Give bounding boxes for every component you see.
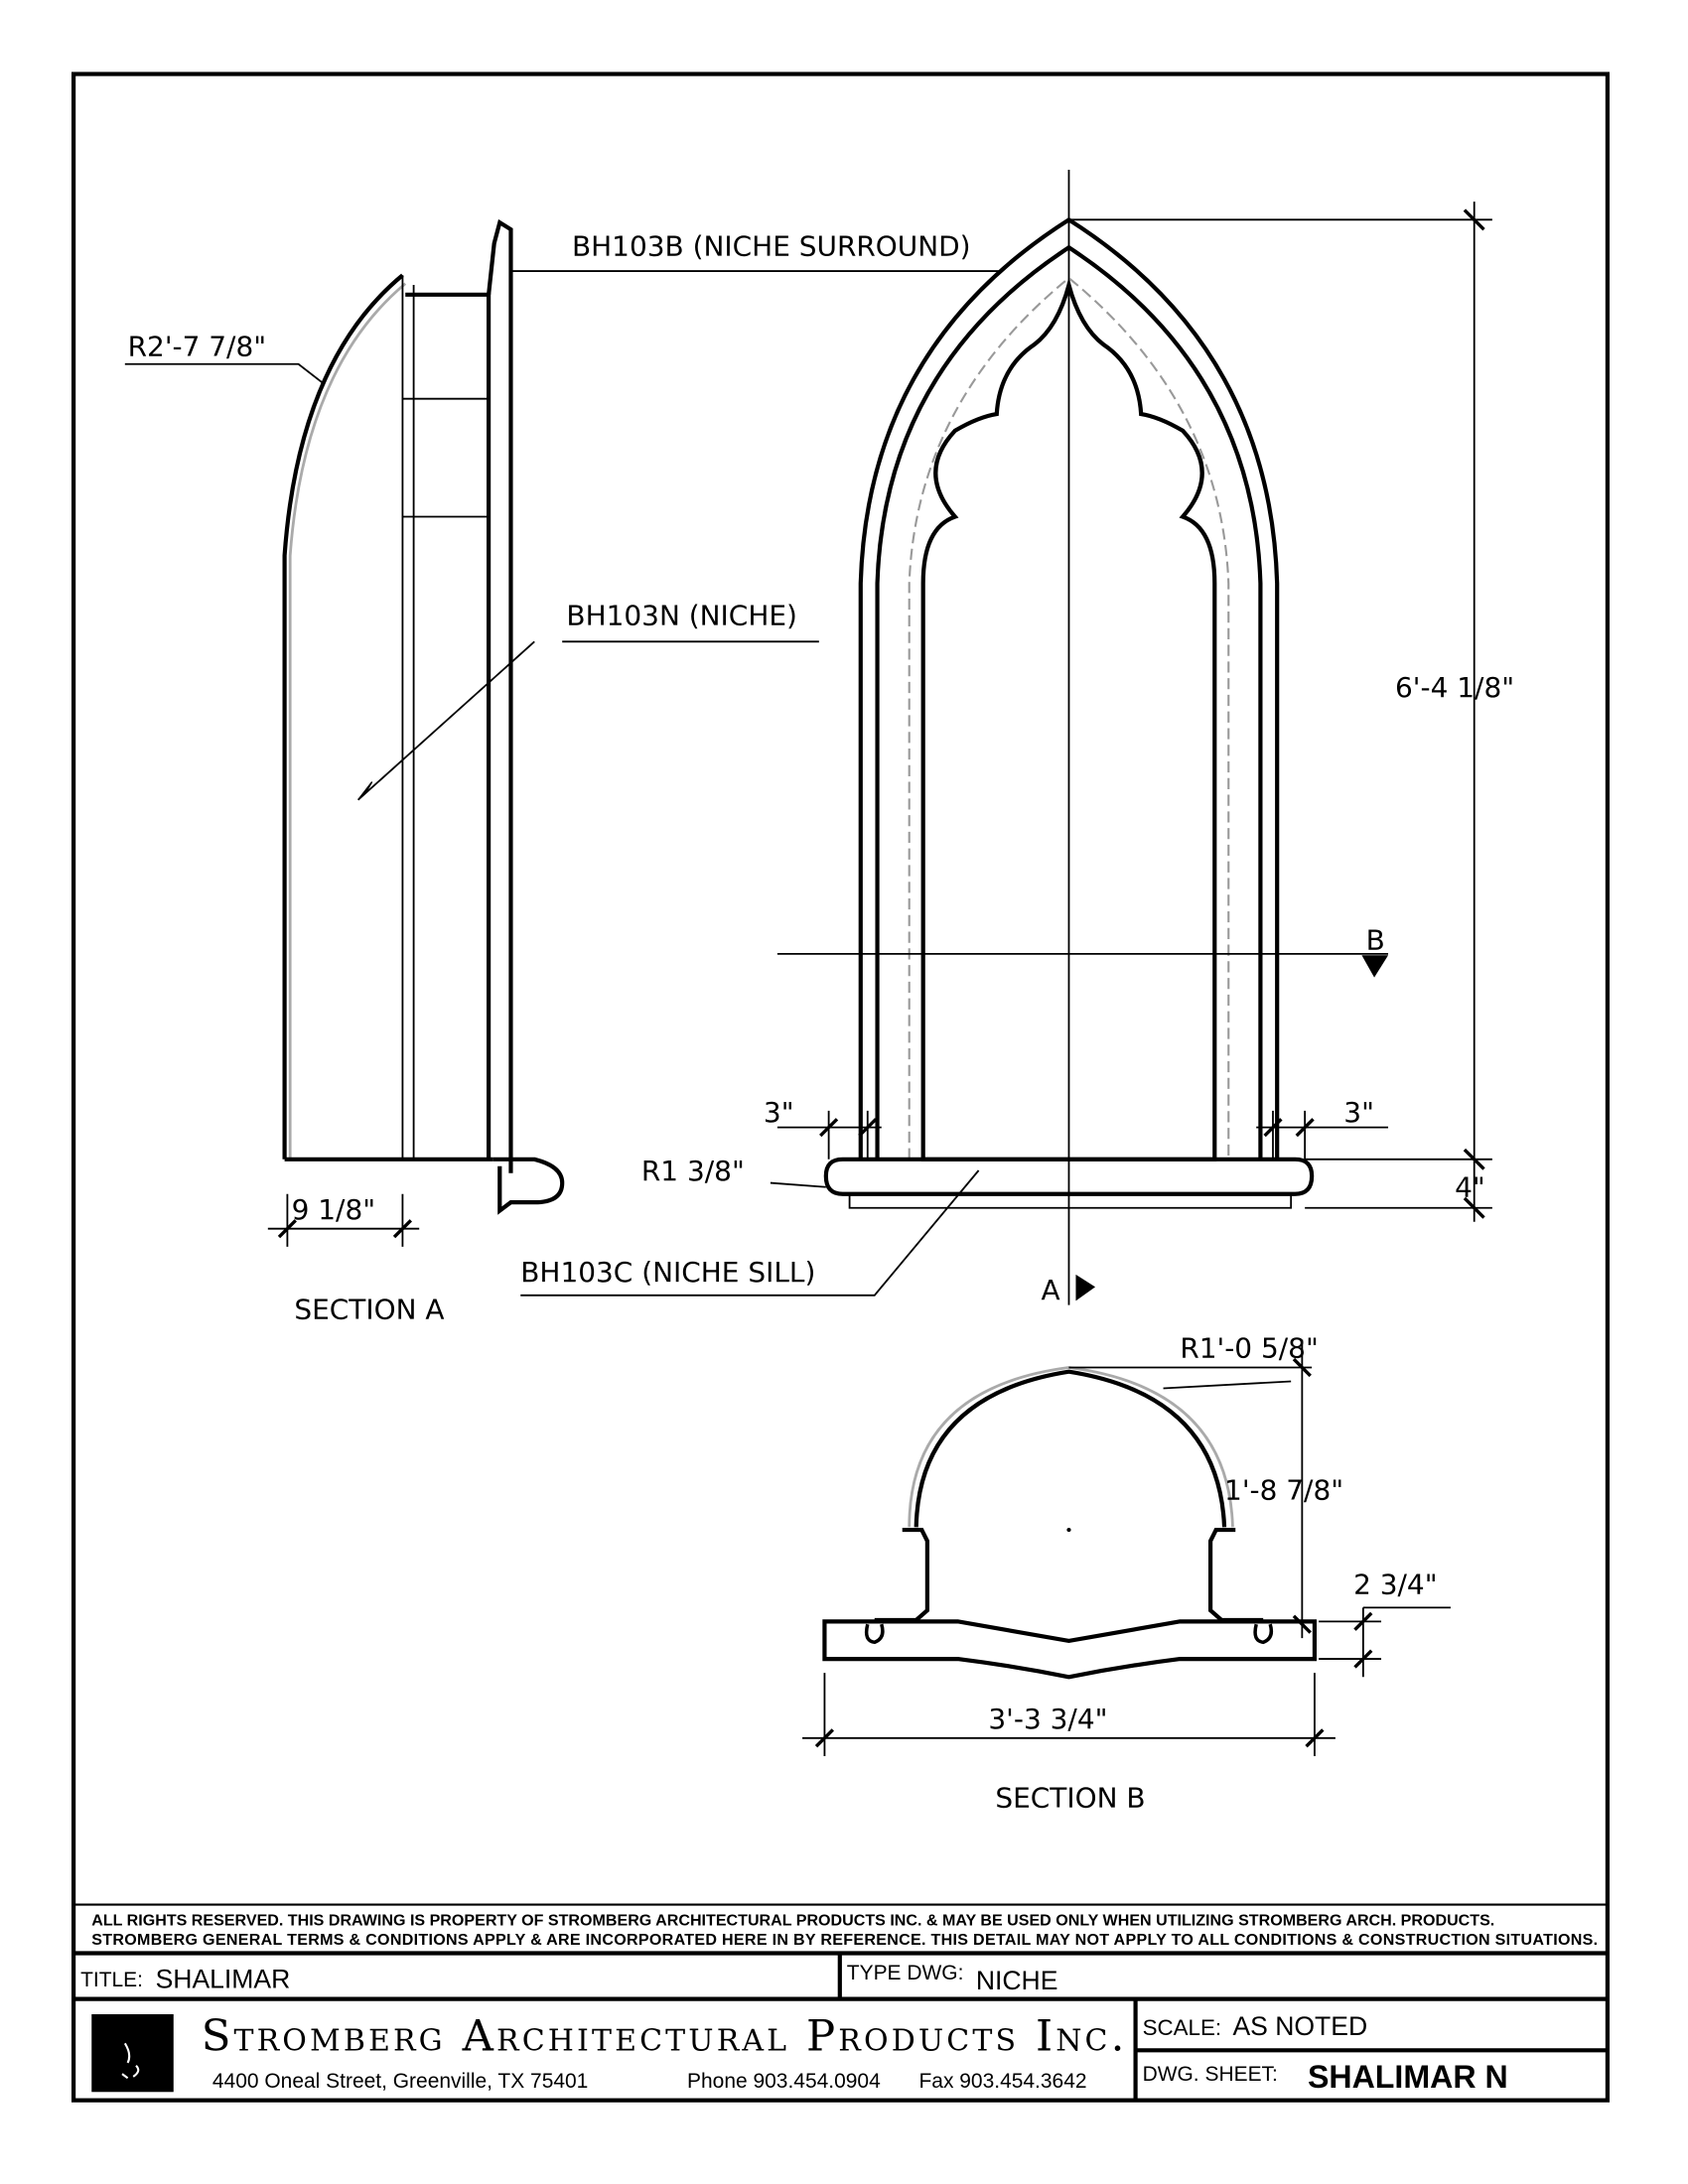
overall-height-label: 6'-4 1/8" [1395, 671, 1514, 704]
sill-radius-label: R1 3/8" [641, 1155, 745, 1187]
company-fax: Fax 903.454.3642 [918, 2070, 1086, 2093]
surround-label: BH103B (NICHE SURROUND) [572, 230, 971, 263]
scale-label: SCALE: [1143, 2015, 1222, 2040]
sill-label: BH103C (NICHE SILL) [520, 1256, 815, 1289]
company-phone: Phone 903.454.0904 [687, 2070, 881, 2093]
left-width-label: 3" [764, 1096, 794, 1129]
section-b-drawing [802, 1339, 1451, 1756]
type-label: TYPE DWG: [847, 1962, 964, 1984]
legal-note-line-2: STROMBERG GENERAL TERMS & CONDITIONS APP… [91, 1931, 1598, 1949]
section-a-title: SECTION A [294, 1294, 444, 1326]
section-b-sill-label: 2 3/4" [1353, 1568, 1438, 1600]
company-address: 4400 Oneal Street, Greenville, TX 75401 [212, 2070, 588, 2093]
sheet-border [70, 71, 1611, 2103]
section-b-radius-label: R1'-0 5/8" [1180, 1332, 1319, 1365]
niche-elevation-drawing [520, 170, 1492, 1305]
sill-height-label: 4" [1455, 1171, 1485, 1204]
title-block [73, 1903, 1608, 2101]
type-value: NICHE [976, 1966, 1058, 1995]
section-a-depth-label: 9 1/8" [292, 1193, 376, 1226]
sheet-value: SHALIMAR N [1308, 2059, 1508, 2095]
sheet-label: DWG. SHEET: [1143, 2063, 1278, 2086]
right-width-label: 3" [1343, 1096, 1374, 1129]
section-b-marker: B [1366, 924, 1385, 957]
scale-value: AS NOTED [1232, 2011, 1367, 2041]
section-b-height-label: 1'-8 7/8" [1224, 1473, 1343, 1506]
section-b-width-label: 3'-3 3/4" [988, 1703, 1107, 1735]
title-value: SHALIMAR [156, 1964, 291, 1993]
title-label: TITLE: [80, 1969, 143, 1991]
legal-note-line-1: ALL RIGHTS RESERVED. THIS DRAWING IS PRO… [91, 1912, 1494, 1930]
niche-label: BH103N (NICHE) [566, 600, 797, 632]
company-logo [91, 2013, 174, 2093]
section-b-title: SECTION B [995, 1782, 1145, 1815]
section-a-marker: A [1042, 1274, 1060, 1306]
section-a-radius-label: R2'-7 7/8" [128, 330, 266, 362]
section-a-drawing [124, 218, 1000, 1247]
company-name: Stromberg Architectural Products Inc. [202, 2011, 1125, 2061]
